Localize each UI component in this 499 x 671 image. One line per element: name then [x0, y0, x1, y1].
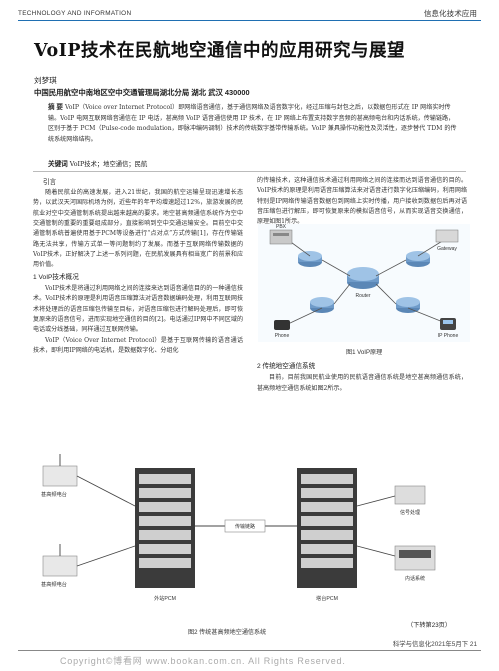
pcm-label: 外站PCM	[154, 594, 176, 602]
figure-1-voip-diagram: Router PBX Gateway Phone IP Phone	[258, 224, 470, 342]
right-paragraph: 的传输技术，这种通信技术通过利用网络之间的连接而达到语音通信的目的。VoIP技术…	[257, 177, 467, 226]
pbx-label: PBX	[276, 224, 287, 230]
signal-label: 信号处理	[400, 509, 420, 516]
right-column-section-2: 2 传统地空通信系统 目前，目前我国民航业使用的民航语音通信系统是地空甚高频通信…	[257, 360, 467, 394]
pbx-icon	[269, 229, 293, 245]
phone-label: Phone	[275, 333, 290, 339]
keywords: 关键词 VoIP技术；地空通信；民航	[48, 158, 147, 168]
line-label: 传输链路	[235, 523, 255, 530]
page-header: TECHNOLOGY AND INFORMATION 信息化技术应用	[0, 0, 499, 30]
pcm2-label: 塔台PCM	[316, 594, 338, 602]
right-column-top: 的传输技术，这种通信技术通过利用网络之间的连接而达到语音通信的目的。VoIP技术…	[257, 176, 467, 228]
intercom-system-icon	[394, 545, 436, 571]
section-2-heading: 2 传统地空通信系统	[257, 363, 316, 370]
router-icon	[347, 267, 379, 289]
transmission-link-box	[224, 519, 266, 533]
left-column: 随着民航业的高速发展，进入21世纪，我国的航空运输呈现迅速增长态势，以武汉天河国…	[33, 188, 243, 357]
ip-phone-icon	[440, 318, 456, 330]
affiliation: 中国民用航空中南地区空中交通管理局湖北分局 湖北 武汉 430000	[34, 88, 250, 97]
keywords-text: VoIP技术；地空通信；民航	[69, 161, 148, 168]
journal-section-label: TECHNOLOGY AND INFORMATION	[18, 10, 132, 17]
section-1-paragraph: VoIP（Voice Over Internet Protocol）是基于互联网…	[33, 336, 243, 355]
figure-1-caption: 图1 VoIP原理	[346, 349, 383, 356]
outstation-pcm-rack	[135, 468, 195, 588]
router-icon	[406, 251, 430, 267]
footer-rule	[18, 650, 481, 651]
signal-processing-icon	[394, 485, 426, 505]
header-rule	[18, 20, 481, 22]
vcs-label: 内话系统	[405, 575, 425, 582]
section-1-paragraph: VoIP技术是将通过利用网络之间的连接来达到语音通信目的的一种通信技术。VoIP…	[33, 285, 243, 334]
abstract-divider	[33, 171, 466, 172]
continued-note: （下转第23页）	[407, 622, 452, 629]
page-footer: 科学与信息化2021年5月下 21	[392, 641, 477, 648]
keywords-label: 关键词	[48, 161, 68, 168]
abstract-label: 摘 要	[48, 104, 64, 111]
router-icon	[298, 251, 322, 267]
router-icon	[396, 297, 420, 313]
intro-heading: 引言	[43, 179, 57, 186]
abstract-text: VoIP（Voice over Internet Protocol）即网络语音通…	[48, 104, 457, 143]
figure-2-caption: 图2 传统甚高频地空通信系统	[188, 629, 267, 636]
gateway-label: Gateway	[437, 246, 457, 252]
abstract: 摘 要 VoIP（Voice over Internet Protocol）即网…	[48, 103, 458, 145]
radio-a-label: 甚高频电台	[41, 490, 67, 498]
gateway-icon	[435, 229, 459, 243]
copyright-watermark: Copyright©博看网 www.bookan.com.cn. All Rig…	[60, 656, 346, 666]
section-2-paragraph: 目前，目前我国民航业使用的民航语音通信系统是地空甚高频通信系统，甚高频地空通信系…	[257, 374, 467, 392]
router-label: Router	[355, 293, 370, 299]
article-title: VoIP技术在民航地空通信中的应用研究与展望	[34, 41, 405, 61]
radio-b-label: 甚高频电台	[41, 580, 67, 588]
intro-paragraph: 随着民航业的高速发展，进入21世纪，我国的航空运输呈现迅速增长态势，以武汉天河国…	[33, 189, 243, 269]
author: 刘梦琪	[34, 76, 57, 85]
tower-pcm-rack	[297, 468, 357, 588]
router-icon	[310, 297, 334, 313]
figure-2-vhf-diagram: 甚高频电台 甚高频电台 外站PCM 塔台PCM 传输链路 信号处理	[35, 446, 467, 624]
section-1-heading: 1 VoIP技术概况	[33, 273, 79, 281]
ip-phone-label: IP Phone	[438, 333, 459, 339]
column-label: 信息化技术应用	[423, 9, 477, 18]
phone-icon	[274, 320, 290, 330]
